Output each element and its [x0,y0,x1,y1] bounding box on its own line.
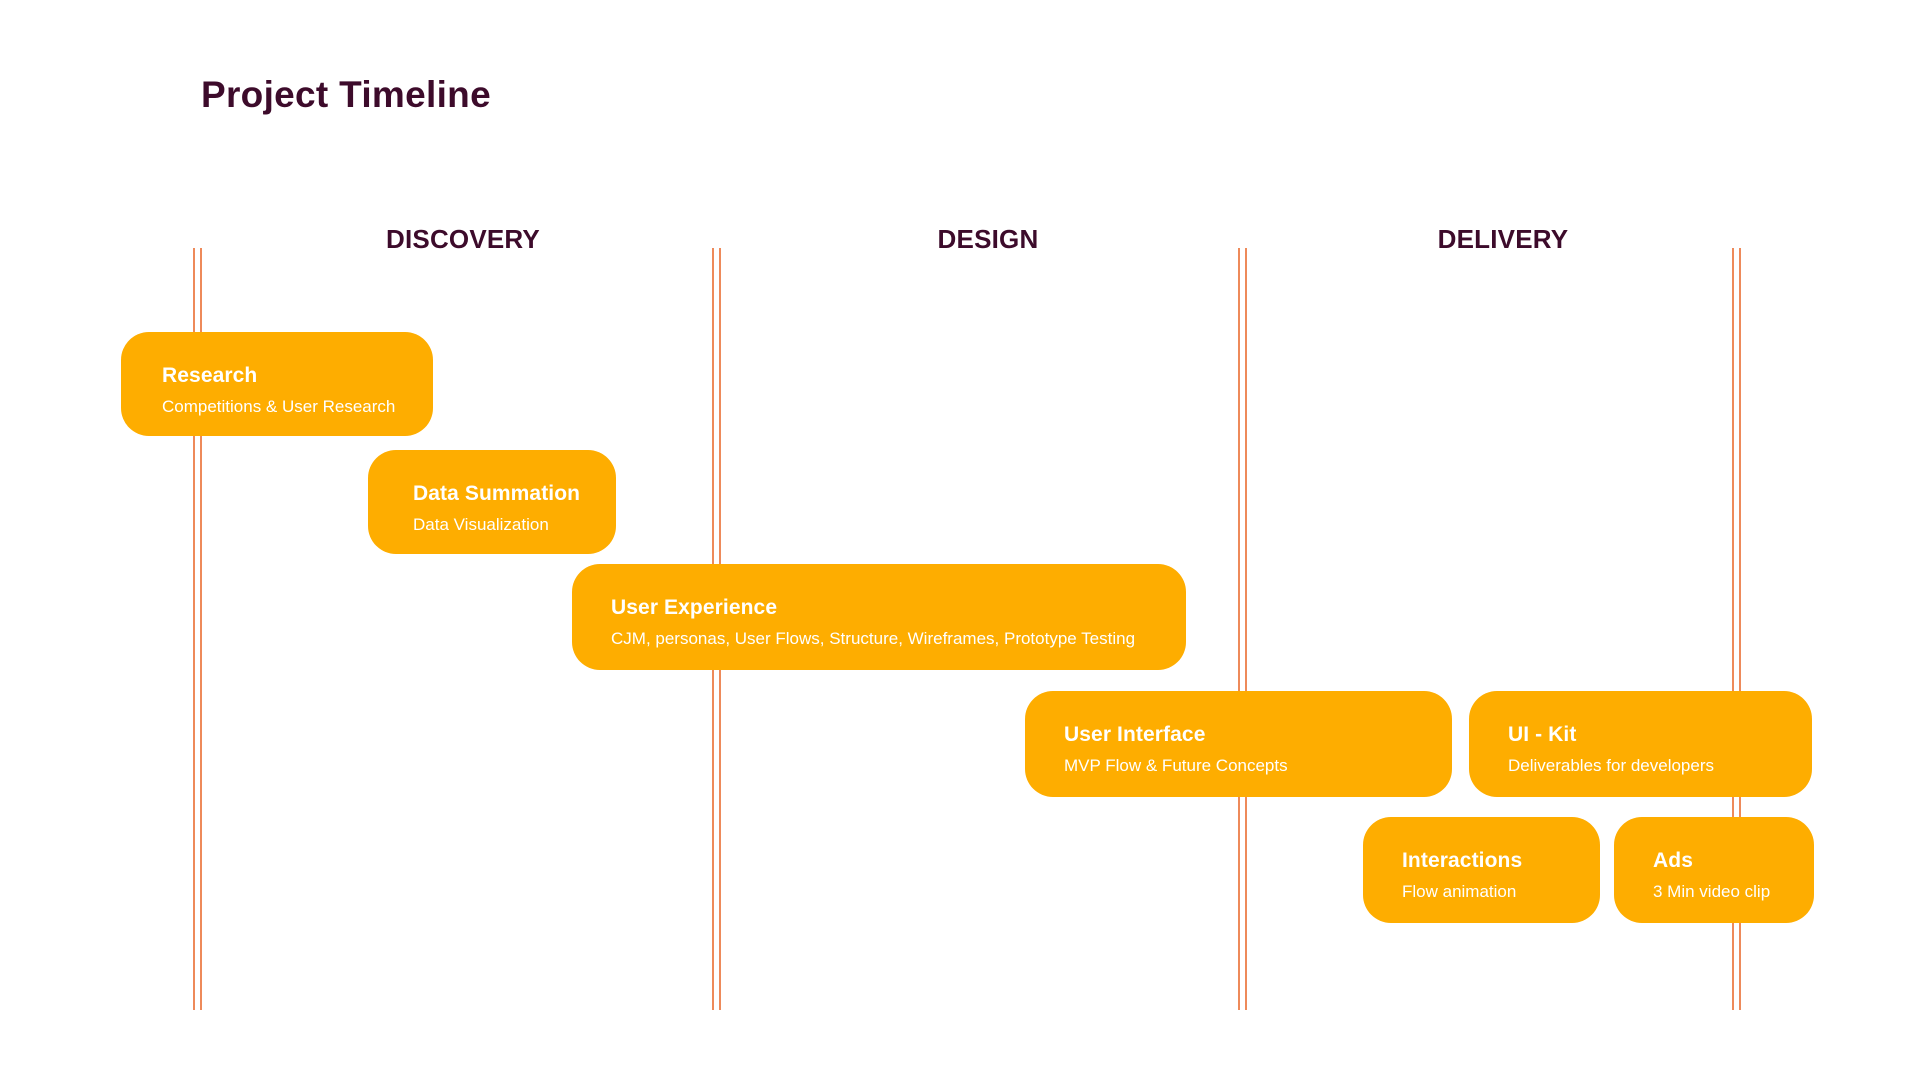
task-description: Data Visualization [413,515,549,534]
phase-label-design: DESIGN [937,224,1039,254]
task-interactions[interactable]: Interactions Flow animation [1363,817,1600,923]
task-description: CJM, personas, User Flows, Structure, Wi… [611,629,1136,648]
task-title: Data Summation [413,482,581,505]
task-ads[interactable]: Ads 3 Min video clip [1614,817,1814,923]
phase-label-delivery: DELIVERY [1437,224,1569,254]
task-description: MVP Flow & Future Concepts [1064,756,1288,775]
task-data-summation[interactable]: Data Summation Data Visualization [368,450,616,554]
phase-divider-start [193,248,203,1010]
task-description: Competitions & User Research [162,397,396,416]
task-title: Research [162,364,258,387]
task-description: Flow animation [1402,882,1517,901]
task-research[interactable]: Research Competitions & User Research [121,332,433,436]
task-title: UI - Kit [1508,723,1577,746]
task-description: 3 Min video clip [1653,882,1771,901]
task-title: Interactions [1402,849,1523,872]
page-title: Project Timeline [201,74,491,115]
task-description: Deliverables for developers [1508,756,1714,775]
task-title: User Interface [1064,723,1206,746]
task-user-experience[interactable]: User Experience CJM, personas, User Flow… [572,564,1186,670]
phase-divider-design-delivery [1238,248,1248,1010]
task-title: User Experience [611,596,778,619]
task-ui-kit[interactable]: UI - Kit Deliverables for developers [1469,691,1812,797]
task-user-interface[interactable]: User Interface MVP Flow & Future Concept… [1025,691,1452,797]
phase-divider-end [1732,248,1742,1010]
task-title: Ads [1653,849,1693,872]
phase-label-discovery: DISCOVERY [386,224,540,254]
